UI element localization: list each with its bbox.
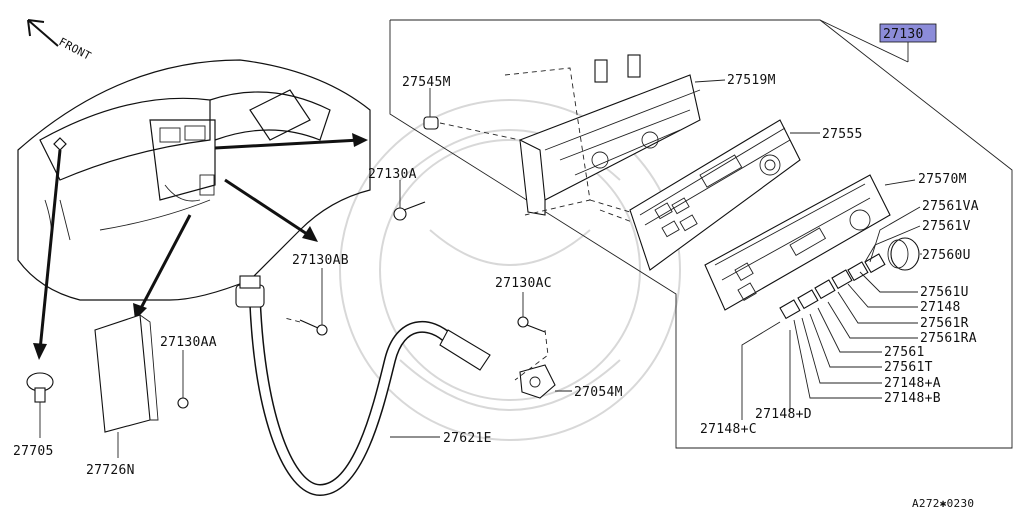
- harness-27621E[interactable]: [235, 275, 491, 497]
- label-27148D[interactable]: 27148+D: [755, 407, 812, 422]
- label-27130A[interactable]: 27130A: [368, 167, 417, 182]
- label-27519M[interactable]: 27519M: [727, 73, 776, 88]
- faceplate-27570M[interactable]: [704, 174, 891, 311]
- knob-27560U[interactable]: [887, 237, 920, 271]
- label-27054M[interactable]: 27054M: [574, 385, 623, 400]
- screw-27130AC[interactable]: [517, 316, 546, 333]
- label-27621E[interactable]: 27621E: [443, 431, 492, 446]
- assembly-tag[interactable]: 27130: [879, 23, 937, 43]
- assembly-number: 27130: [883, 27, 924, 42]
- label-27130AC[interactable]: 27130AC: [495, 276, 552, 291]
- screw-27130AB[interactable]: [299, 319, 328, 336]
- label-27148[interactable]: 27148: [920, 300, 961, 315]
- label-27555[interactable]: 27555: [822, 127, 863, 142]
- label-27545M[interactable]: 27545M: [402, 75, 451, 90]
- label-27726N[interactable]: 27726N: [86, 463, 135, 478]
- label-27148B[interactable]: 27148+B: [884, 391, 941, 406]
- label-27561RA[interactable]: 27561RA: [920, 331, 977, 346]
- label-27148C[interactable]: 27148+C: [700, 422, 757, 437]
- label-27561R[interactable]: 27561R: [920, 316, 969, 331]
- dashboard-illustration: [17, 59, 371, 301]
- clip-27705[interactable]: [26, 372, 54, 403]
- pointer-arrows: [33, 133, 368, 360]
- label-27560U[interactable]: 27560U: [922, 248, 971, 263]
- label-27130AA[interactable]: 27130AA: [160, 335, 217, 350]
- label-27561T[interactable]: 27561T: [884, 360, 933, 375]
- bracket-27519M[interactable]: [519, 54, 701, 216]
- watermark-emblem: [339, 99, 681, 441]
- footer-code: A272✱0230: [912, 497, 974, 510]
- label-27148A[interactable]: 27148+A: [884, 376, 941, 391]
- sensor-27054M[interactable]: [519, 364, 556, 399]
- part-labels: 27545M 27519M 27555 27130A 27570M 27561V…: [13, 73, 979, 510]
- control-panel-27555[interactable]: [629, 119, 801, 271]
- label-27561[interactable]: 27561: [884, 345, 925, 360]
- front-label: FRONT: [57, 35, 94, 63]
- clip-27545M[interactable]: [423, 116, 521, 141]
- button-stack[interactable]: [779, 253, 886, 320]
- label-27130AB[interactable]: 27130AB: [292, 253, 349, 268]
- front-indicator: FRONT: [27, 19, 94, 63]
- label-27561U[interactable]: 27561U: [920, 285, 969, 300]
- label-27570M[interactable]: 27570M: [918, 172, 967, 187]
- label-27705[interactable]: 27705: [13, 444, 54, 459]
- leader-lines: [39, 79, 922, 458]
- label-27561V[interactable]: 27561V: [922, 219, 971, 234]
- label-27561VA[interactable]: 27561VA: [922, 199, 979, 214]
- assembly-outline: [389, 19, 1013, 449]
- module-27726N[interactable]: [94, 314, 189, 433]
